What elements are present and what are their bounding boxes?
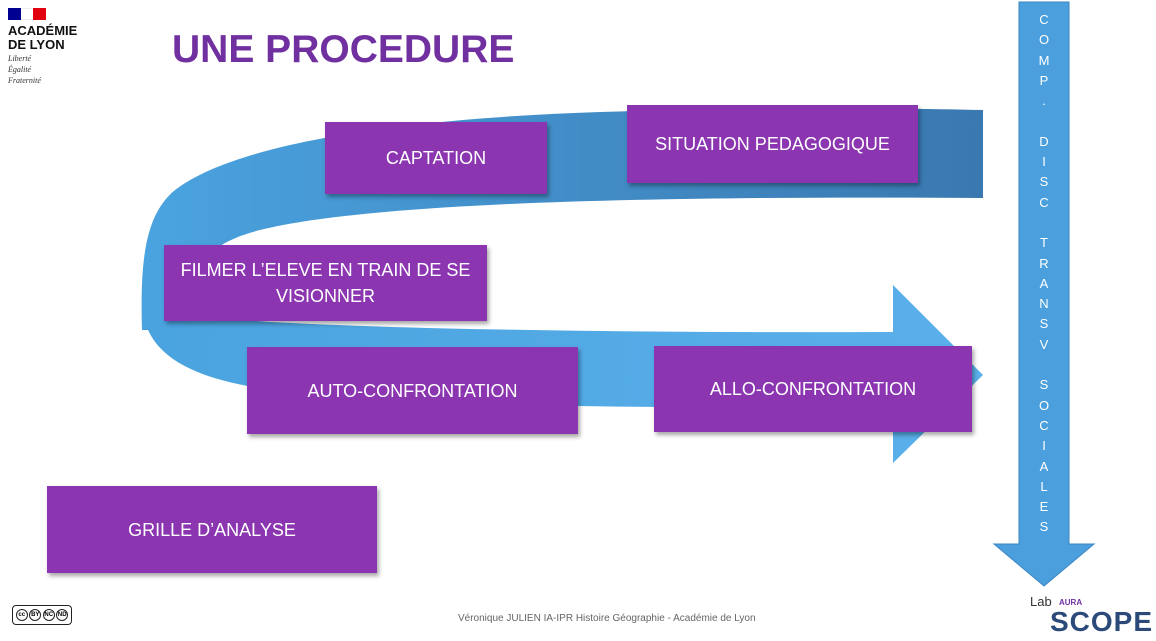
vertical-letter: S — [1039, 519, 1049, 535]
vertical-letter: P — [1039, 72, 1049, 88]
box-situation-label: SITUATION PEDAGOGIQUE — [655, 134, 890, 154]
vertical-letter: I — [1042, 154, 1046, 170]
cc-by-icon: BY — [29, 609, 42, 621]
box-captation-label: CAPTATION — [385, 148, 487, 168]
vertical-letter: O — [1038, 397, 1050, 413]
box-filmer-line2: VISIONNER — [275, 286, 376, 306]
box-allo-confrontation: ALLO-CONFRONTATION — [654, 346, 972, 432]
motto-egalite: Égalité — [8, 65, 32, 74]
aura-word: AURA — [1059, 598, 1083, 607]
vertical-letter: . — [1042, 93, 1046, 109]
vertical-letter: C — [1039, 12, 1049, 27]
box-grille-label: GRILLE D’ANALYSE — [128, 519, 296, 540]
box-allo-label: ALLO-CONFRONTATION — [709, 379, 917, 399]
box-auto-confrontation: AUTO-CONFRONTATION — [247, 347, 578, 434]
footer-credit: Véronique JULIEN IA-IPR Histoire Géograp… — [458, 613, 756, 624]
creative-commons-badge: cc BY NC ND — [12, 605, 72, 625]
vertical-letter: A — [1039, 275, 1049, 291]
vertical-letter: M — [1038, 52, 1050, 68]
vertical-letter: S — [1039, 316, 1049, 332]
vertical-letter: O — [1038, 32, 1050, 48]
vertical-down-arrow — [992, 1, 1096, 587]
vertical-letter — [1020, 111, 1068, 131]
lab-word: Lab — [1030, 594, 1052, 609]
labscope-logo: Lab AURA SCOPE — [1028, 590, 1154, 638]
cc-icon: cc — [15, 609, 28, 621]
vertical-letter: E — [1039, 499, 1049, 515]
slide-title: UNE PROCEDURE — [172, 28, 515, 71]
vertical-letter: R — [1039, 255, 1049, 271]
french-flag-icon — [8, 8, 47, 20]
logo-line-1: ACADÉMIE — [8, 23, 78, 38]
vertical-letter: A — [1039, 458, 1049, 474]
motto-liberte: Liberté — [8, 54, 32, 63]
vertical-letter: S — [1039, 377, 1049, 393]
vertical-letter: T — [1040, 235, 1048, 251]
vertical-letter: D — [1039, 133, 1049, 149]
vertical-letter: V — [1039, 336, 1049, 352]
vertical-letter: C — [1039, 417, 1049, 433]
box-filmer-line1: FILMER L’ELEVE EN TRAIN DE SE — [180, 260, 471, 280]
vertical-letter — [1020, 213, 1068, 233]
vertical-letter — [1020, 355, 1068, 375]
vertical-letter: L — [1040, 478, 1048, 494]
scope-word: SCOPE — [1050, 606, 1154, 637]
box-captation: CAPTATION — [325, 122, 547, 194]
academie-logo: ACADÉMIE DE LYON Liberté Égalité Fratern… — [8, 8, 103, 98]
vertical-letter: S — [1039, 174, 1049, 190]
box-filmer-eleve: FILMER L’ELEVE EN TRAIN DE SE VISIONNER — [164, 245, 487, 321]
vertical-letter: I — [1042, 438, 1046, 454]
vertical-letter: N — [1039, 296, 1049, 312]
vertical-letter: C — [1039, 194, 1049, 210]
box-situation-pedagogique: SITUATION PEDAGOGIQUE — [627, 105, 918, 183]
cc-nd-icon: ND — [56, 609, 69, 621]
cc-nc-icon: NC — [42, 609, 55, 621]
box-grille-analyse: GRILLE D’ANALYSE — [47, 486, 377, 573]
box-auto-label: AUTO-CONFRONTATION — [307, 380, 518, 401]
motto-fraternite: Fraternité — [8, 76, 41, 85]
logo-line-2: DE LYON — [8, 37, 65, 52]
